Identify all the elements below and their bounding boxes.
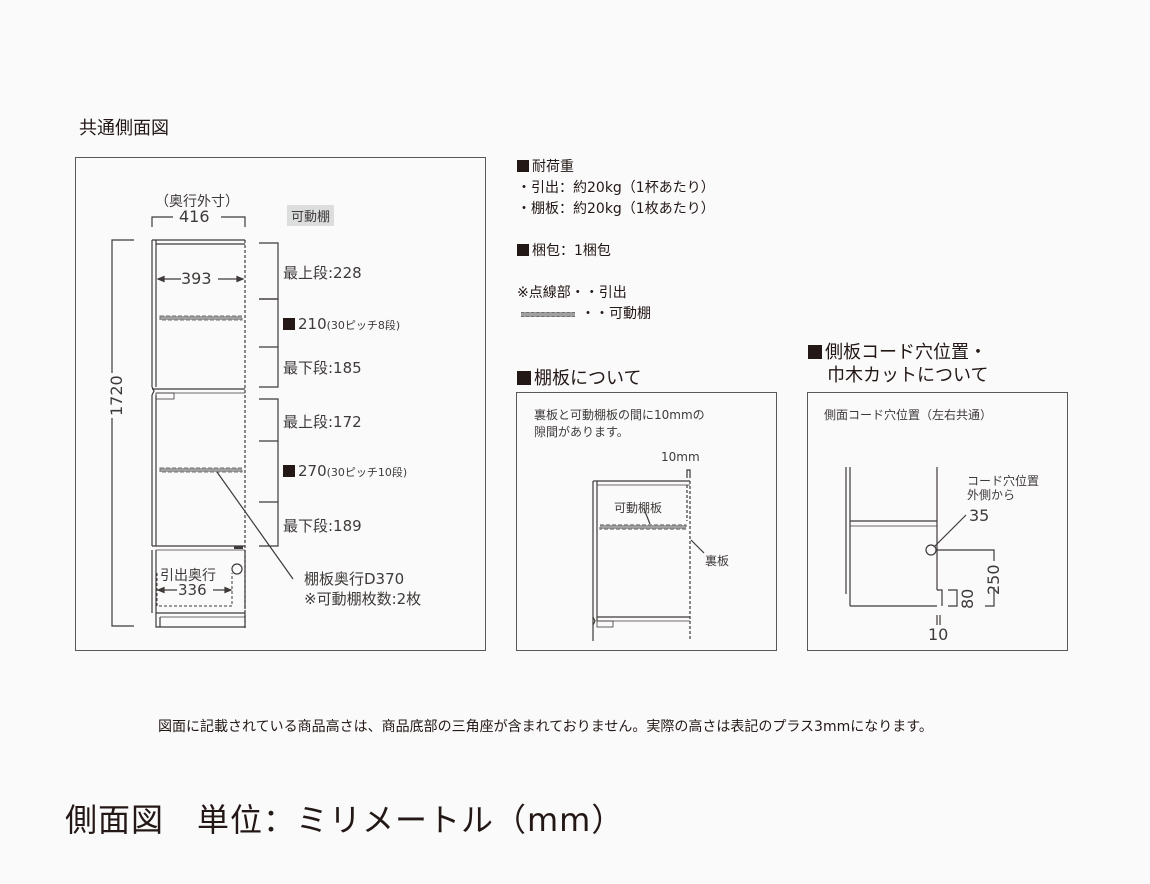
cord-panel-subtitle: 側面コード穴位置（左右共通）	[824, 408, 993, 422]
external-depth-label: （奥行外寸）	[155, 194, 239, 210]
cord-panel-heading: 側板コード穴位置・ 巾木カットについて	[808, 341, 988, 387]
inner-depth-value: 393	[181, 269, 212, 288]
specs-block: 耐荷重 ・引出：約20kg（1杯あたり） ・棚板：約20kg（1枚あたり） 梱包…	[517, 157, 715, 325]
square-bullet-icon	[517, 244, 529, 256]
lower-pitch-label: 270(30ピッチ10段)	[283, 462, 407, 480]
load-item-shelf: ・棚板：約20kg（1枚あたり）	[517, 201, 715, 217]
package-title: 梱包：1梱包	[517, 241, 715, 262]
shelf-count-label: ※可動棚枚数:2枚	[304, 590, 422, 608]
cut-depth-value: 10	[928, 625, 949, 644]
shelf-depth-label: 棚板奥行D370	[304, 570, 405, 588]
load-item-drawer: ・引出：約20kg（1杯あたり）	[517, 180, 715, 196]
cut-height-value: 80	[958, 588, 977, 609]
drawer-depth-value: 336	[178, 581, 207, 599]
common-side-view-panel: （奥行外寸） 416 可動棚 1720 393 最上段:228 210(30ピッ…	[75, 157, 486, 651]
cord-hole-drawing	[845, 467, 995, 625]
shelf-legend-swatch-icon	[521, 312, 575, 317]
square-bullet-icon	[517, 371, 531, 385]
total-height-value: 1720	[107, 373, 126, 418]
height-footnote: 図面に記載されている商品高さは、商品底部の三角座が含まれておりません。実際の高さ…	[158, 719, 933, 735]
common-side-view-title: 共通側面図	[79, 118, 169, 139]
lower-top-shelf-label: 最上段:172	[283, 413, 362, 431]
legend-shelf: ・・可動棚	[517, 304, 715, 325]
adjustable-shelf-label: 可動棚板	[614, 501, 663, 515]
legend-dashed: ※点線部・・引出	[517, 285, 627, 301]
lower-bottom-shelf-label: 最下段:189	[283, 517, 362, 535]
hole-position-label: コード穴位置 外側から	[967, 474, 1040, 502]
square-bullet-icon	[283, 318, 295, 330]
hole-offset-value: 35	[969, 506, 990, 525]
external-depth-value: 416	[177, 207, 212, 226]
shelf-panel-heading: 棚板について	[517, 364, 641, 390]
cord-panel: 側面コード穴位置（左右共通） コード穴位置 外側から 35 250 80 10	[807, 392, 1068, 651]
footer-title: 側面図 単位：ミリメートル（mm）	[65, 801, 625, 839]
load-title: 耐荷重	[517, 157, 715, 178]
square-bullet-icon	[517, 160, 529, 172]
gap-label: 10mm	[661, 450, 700, 464]
square-bullet-icon	[808, 345, 822, 359]
upper-top-shelf-label: 最上段:228	[283, 264, 362, 282]
upper-pitch-label: 210(30ピッチ8段)	[283, 315, 400, 333]
adjustable-shelf-tag: 可動棚	[287, 205, 335, 226]
shelf-panel-description: 裏板と可動棚板の間に10mmの 隙間があります。	[534, 408, 705, 439]
upper-bottom-shelf-label: 最下段:185	[283, 359, 362, 377]
cabinet-side-drawing	[111, 216, 294, 629]
drawer-depth-label: 引出奥行	[160, 565, 216, 585]
hole-height-value: 250	[984, 564, 1003, 595]
back-panel-label: 裏板	[705, 554, 730, 568]
shelf-gap-drawing	[592, 469, 705, 641]
square-bullet-icon	[283, 465, 295, 477]
shelf-panel: 裏板と可動棚板の間に10mmの 隙間があります。 10mm 可動棚板 裏板	[516, 392, 777, 651]
